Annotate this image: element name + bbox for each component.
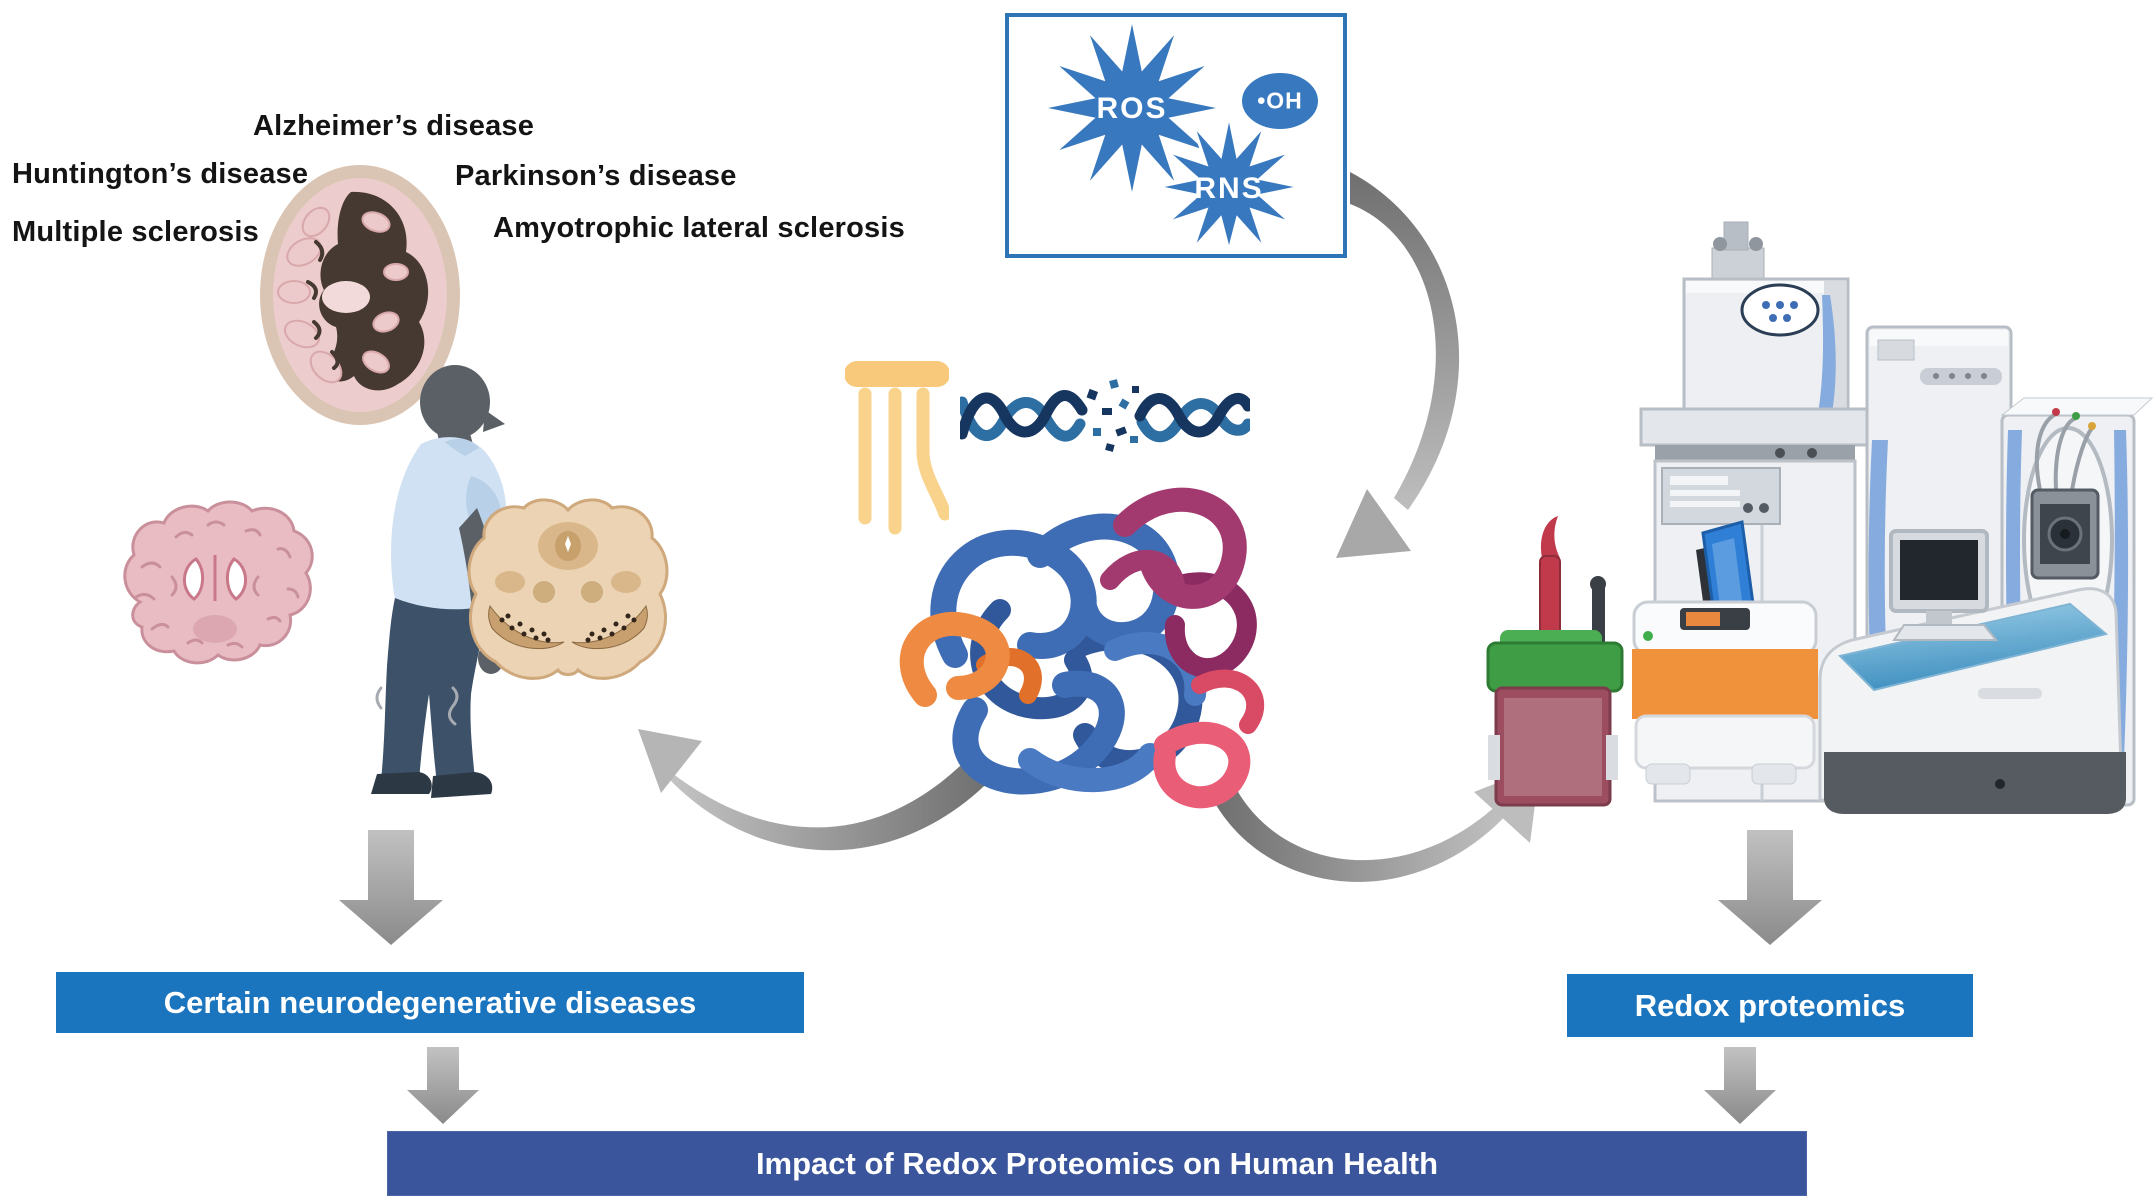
ros-rns-box: ROS RNS •OH [1005, 13, 1347, 258]
down-arrow-diseases-icon [339, 830, 443, 945]
dna-damage-fragments-icon [1086, 379, 1139, 452]
banner-neurodegenerative-diseases: Certain neurodegenerative diseases [56, 972, 804, 1033]
ros-rns-bursts [1048, 24, 1318, 252]
banner-redox-proteomics: Redox proteomics [1567, 974, 1973, 1037]
gel-imaging-system-icon [1818, 529, 2126, 814]
oxidized-protein-icon [899, 487, 1265, 809]
label-multiple-sclerosis: Multiple sclerosis [12, 216, 259, 248]
curved-arrow-ros-icon [1336, 172, 1460, 558]
banner-impact-human-health: Impact of Redox Proteomics on Human Heal… [387, 1131, 1807, 1196]
ros-label: ROS [1096, 92, 1168, 125]
brain-axial-section-icon [260, 165, 460, 425]
ros-starburst-icon [1048, 24, 1216, 192]
ion-source-camera-icon [2030, 408, 2100, 580]
label-alzheimers-disease: Alzheimer’s disease [253, 110, 535, 142]
label-amyotrophic-lateral-sclerosis: Amyotrophic lateral sclerosis [493, 212, 905, 244]
rns-label: RNS [1194, 172, 1264, 205]
banner-redox-label: Redox proteomics [1634, 987, 1906, 1023]
damaged-dna-helix-icon [960, 379, 1250, 452]
substantia-nigra-speckles-icon [499, 613, 637, 643]
rns-starburst-icon [1156, 114, 1302, 252]
label-parkinsons-disease: Parkinson’s disease [455, 160, 737, 192]
gel-electrophoresis-tank-icon [1486, 516, 1624, 807]
blot-transfer-device-icon [1632, 520, 1818, 785]
label-huntingtons-disease: Huntington’s disease [12, 158, 309, 190]
midbrain-section-icon [467, 498, 669, 680]
lab-equipment-icon [1486, 221, 2154, 814]
lipid-molecule-icon [845, 361, 949, 535]
brain-coronal-section-icon [123, 500, 314, 665]
banner-impact-label: Impact of Redox Proteomics on Human Heal… [755, 1145, 1439, 1181]
hydroxyl-radical-oval-icon [1242, 73, 1318, 129]
down-arrow-banner-right-icon [1704, 1047, 1776, 1124]
banner-neurodegenerative-label: Certain neurodegenerative diseases [163, 984, 697, 1020]
down-arrow-banner-left-icon [407, 1047, 479, 1124]
hydroxyl-radical-label: •OH [1257, 87, 1303, 114]
down-arrow-lab-icon [1718, 830, 1822, 945]
monitor-icon [1889, 529, 1999, 641]
